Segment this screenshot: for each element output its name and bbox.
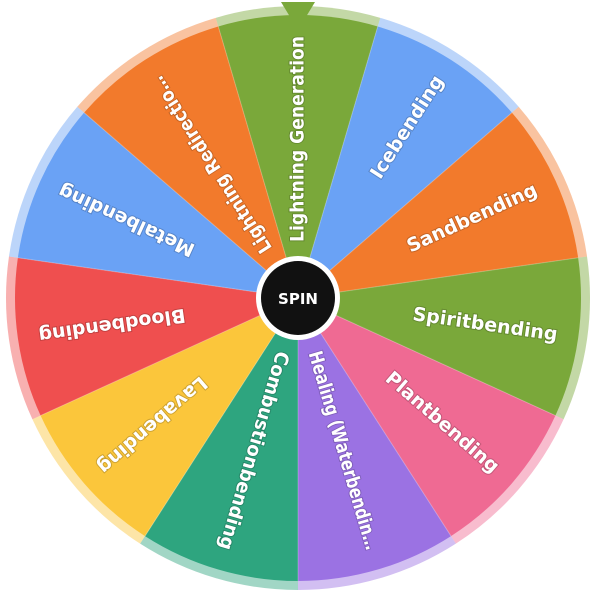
- wheel-segment-divider: [83, 112, 299, 299]
- wheel-segment[interactable]: [14, 257, 298, 416]
- spin-button[interactable]: SPIN: [256, 256, 340, 340]
- wheel-segment-divider: [297, 257, 579, 299]
- wheel-segment-divider: [217, 26, 299, 299]
- wheel-segment[interactable]: [298, 298, 452, 581]
- wheel-segment-divider: [40, 297, 299, 417]
- wheel-segment[interactable]: [298, 298, 556, 537]
- wheel-segment[interactable]: [218, 14, 378, 298]
- pointer-triangle-icon: [281, 2, 315, 30]
- wheel-segment[interactable]: [40, 298, 298, 537]
- wheel-segment[interactable]: [17, 112, 299, 299]
- wheel-segment-divider: [144, 297, 299, 537]
- wheel-segment-divider: [297, 26, 379, 299]
- spin-button-label: SPIN: [278, 290, 318, 308]
- wheel-segment-divider: [297, 297, 556, 417]
- wheel-segment[interactable]: [298, 26, 512, 298]
- wheel-segment[interactable]: [298, 257, 582, 416]
- wheel-segment-divider: [17, 257, 299, 299]
- wheel-segment[interactable]: [298, 112, 579, 299]
- wheel-segment[interactable]: [84, 26, 299, 298]
- wheel-segments[interactable]: [5, 5, 590, 590]
- wheel-segment-label: Lightning Generation: [287, 36, 309, 242]
- wheel-segment-divider: [297, 297, 452, 537]
- wheel-segment-divider: [297, 112, 513, 299]
- wheel-segment[interactable]: [144, 298, 298, 581]
